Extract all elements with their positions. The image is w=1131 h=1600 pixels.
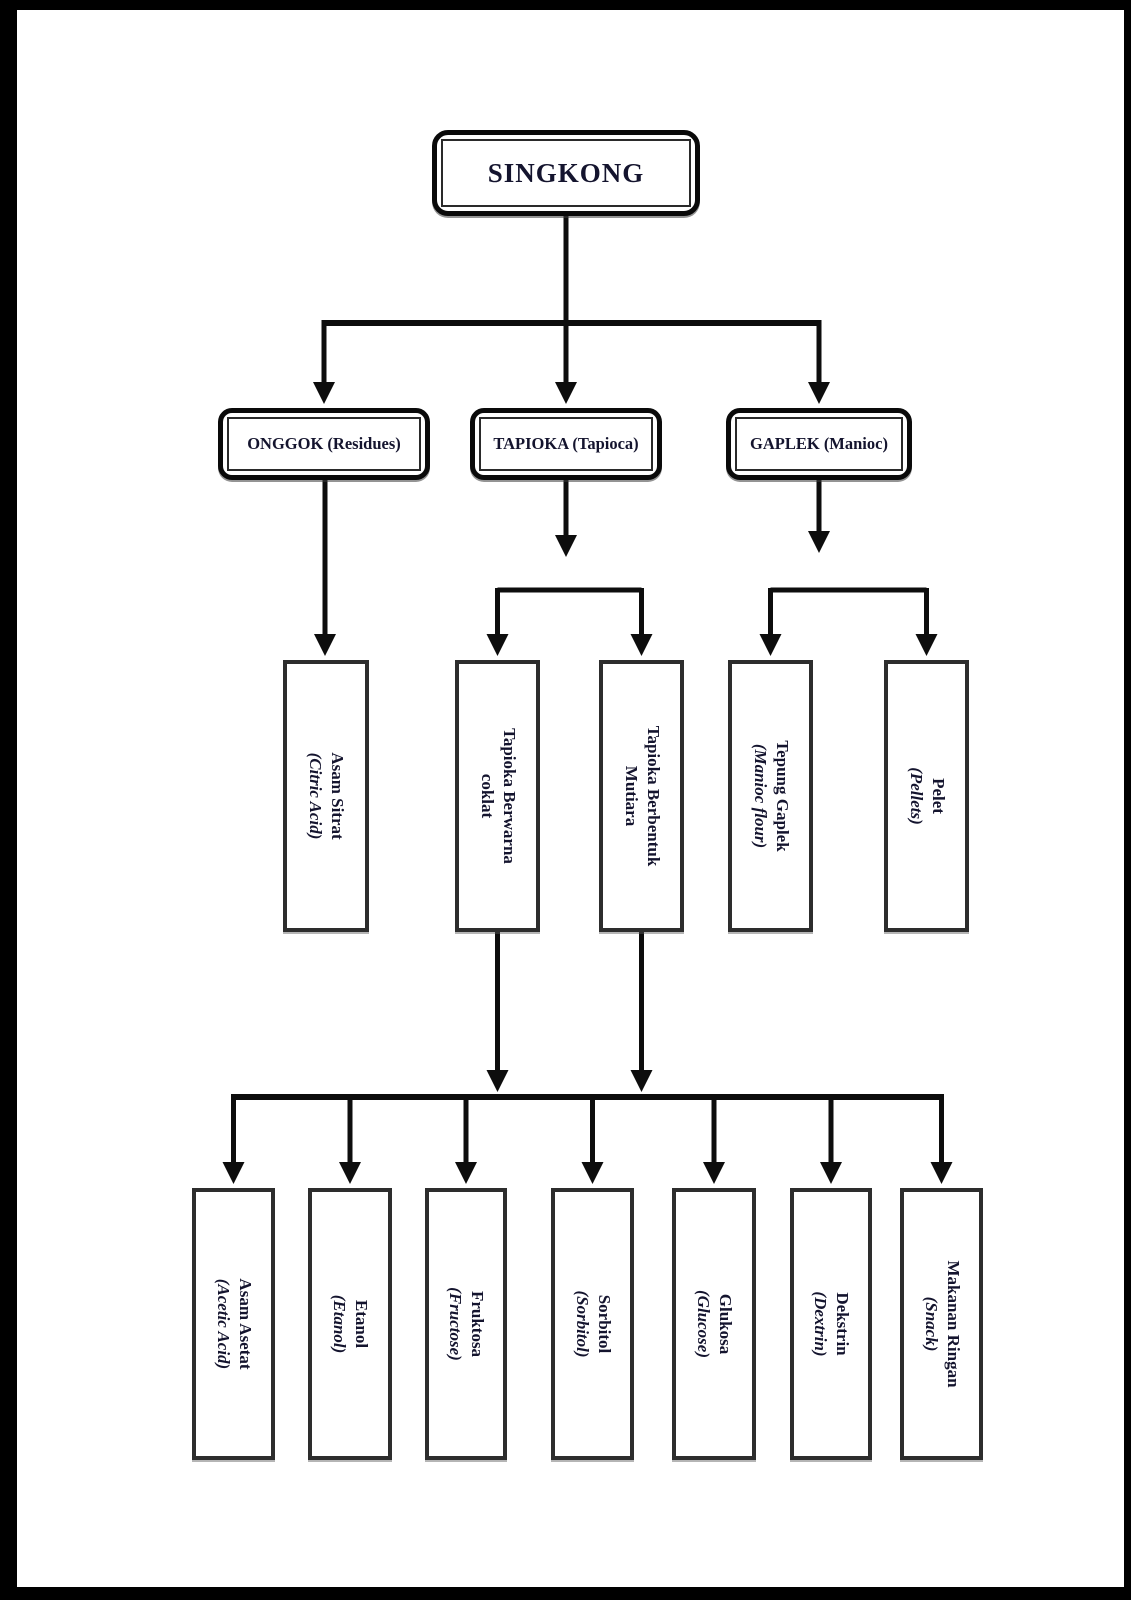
node-glukosa-text: Glukosa (Glucose) (692, 1199, 736, 1449)
node-asam-sitrat-line1: Asam Sitrat (328, 752, 348, 840)
node-gaplek-frame: GAPLEK (Manioc) (735, 417, 903, 471)
node-tapioka-berbentuk-mutiara-line1: Tapioka Berbentuk (643, 725, 663, 867)
node-pelet: Pelet (Pellets) (884, 660, 969, 932)
node-tepung-gaplek: Tepung Gaplek (Manioc flour) (728, 660, 813, 932)
node-tepung-gaplek-line1: Tepung Gaplek (772, 740, 792, 852)
node-tapioka-berwarna-coklat: Tapioka Berwarna coklat (455, 660, 540, 932)
node-etanol-text: Etanol (Etanol) (328, 1199, 372, 1449)
node-glukosa-line1: Glukosa (716, 1293, 736, 1355)
node-makanan-ringan: Makanan Ringan (Snack) (900, 1188, 983, 1460)
node-singkong-label: SINGKONG (487, 157, 645, 188)
node-fruktosa-text: Fruktosa (Fructose) (444, 1199, 488, 1449)
node-makanan-ringan-text: Makanan Ringan (Snack) (919, 1199, 963, 1449)
node-dekstrin-line1: Dekstrin (833, 1292, 853, 1356)
node-tapioka-berwarna-coklat-text: Tapioka Berwarna coklat (475, 671, 519, 921)
connector-paths (231, 216, 944, 1164)
node-onggok: ONGGOK (Residues) (218, 408, 430, 480)
node-fruktosa-line2: (Fructose) (446, 1287, 465, 1361)
node-pelet-line2: (Pellets) (906, 767, 926, 825)
node-onggok-frame: ONGGOK (Residues) (227, 417, 421, 471)
node-glukosa-line2: (Glucose) (694, 1290, 713, 1358)
node-tapioka-berbentuk-mutiara-line2: Mutiara (621, 765, 641, 827)
node-sorbitol-line2: (Sorbitol) (572, 1290, 592, 1358)
node-asam-asetat: Asam Asetat (Acetic Acid) (192, 1188, 275, 1460)
node-fruktosa-line1: Fruktosa (468, 1290, 488, 1358)
node-pelet-text: Pelet (Pellets) (904, 671, 948, 921)
node-dekstrin: Dekstrin (Dextrin) (790, 1188, 872, 1460)
node-asam-sitrat: Asam Sitrat (Citric Acid) (283, 660, 369, 932)
node-sorbitol: Sorbitol (Sorbitol) (551, 1188, 634, 1460)
node-singkong-frame: SINGKONG (441, 139, 691, 207)
node-pelet-line1: Pelet (928, 778, 948, 814)
node-tapioka: TAPIOKA (Tapioca) (470, 408, 662, 480)
node-tapioka-frame: TAPIOKA (Tapioca) (479, 417, 653, 471)
node-asam-asetat-line2: (Acetic Acid) (213, 1278, 233, 1370)
node-tapioka-berwarna-coklat-line1: Tapioka Berwarna (499, 728, 519, 864)
node-etanol-line2: (Etanol) (330, 1294, 349, 1354)
node-dekstrin-line2: (Dextrin) (811, 1291, 830, 1357)
node-tepung-gaplek-text: Tepung Gaplek (Manioc flour) (748, 671, 792, 921)
node-singkong: SINGKONG (432, 130, 700, 216)
node-etanol: Etanol (Etanol) (308, 1188, 392, 1460)
node-glukosa: Glukosa (Glucose) (672, 1188, 756, 1460)
node-tapioka-berbentuk-mutiara: Tapioka Berbentuk Mutiara (599, 660, 684, 932)
node-sorbitol-text: Sorbitol (Sorbitol) (570, 1199, 614, 1449)
node-onggok-label: ONGGOK (Residues) (247, 434, 401, 453)
arrowheads (222, 382, 953, 1184)
node-dekstrin-text: Dekstrin (Dextrin) (809, 1199, 853, 1449)
node-asam-asetat-text: Asam Asetat (Acetic Acid) (211, 1199, 255, 1449)
node-asam-sitrat-line2: (Citric Acid) (306, 752, 325, 840)
node-tapioka-berwarna-coklat-line2: coklat (477, 773, 497, 819)
node-etanol-line1: Etanol (352, 1299, 372, 1349)
node-asam-sitrat-text: Asam Sitrat (Citric Acid) (304, 671, 348, 921)
node-tapioka-label: TAPIOKA (Tapioca) (493, 434, 639, 453)
node-makanan-ringan-line2: (Snack) (921, 1296, 941, 1352)
node-tapioka-berbentuk-mutiara-text: Tapioka Berbentuk Mutiara (619, 671, 663, 921)
node-tepung-gaplek-line2: (Manioc flour) (750, 743, 770, 849)
node-gaplek: GAPLEK (Manioc) (726, 408, 912, 480)
node-asam-asetat-line1: Asam Asetat (235, 1278, 255, 1370)
node-fruktosa: Fruktosa (Fructose) (425, 1188, 507, 1460)
node-gaplek-label: GAPLEK (Manioc) (750, 434, 888, 453)
node-sorbitol-line1: Sorbitol (594, 1294, 614, 1354)
node-makanan-ringan-line1: Makanan Ringan (943, 1260, 963, 1388)
